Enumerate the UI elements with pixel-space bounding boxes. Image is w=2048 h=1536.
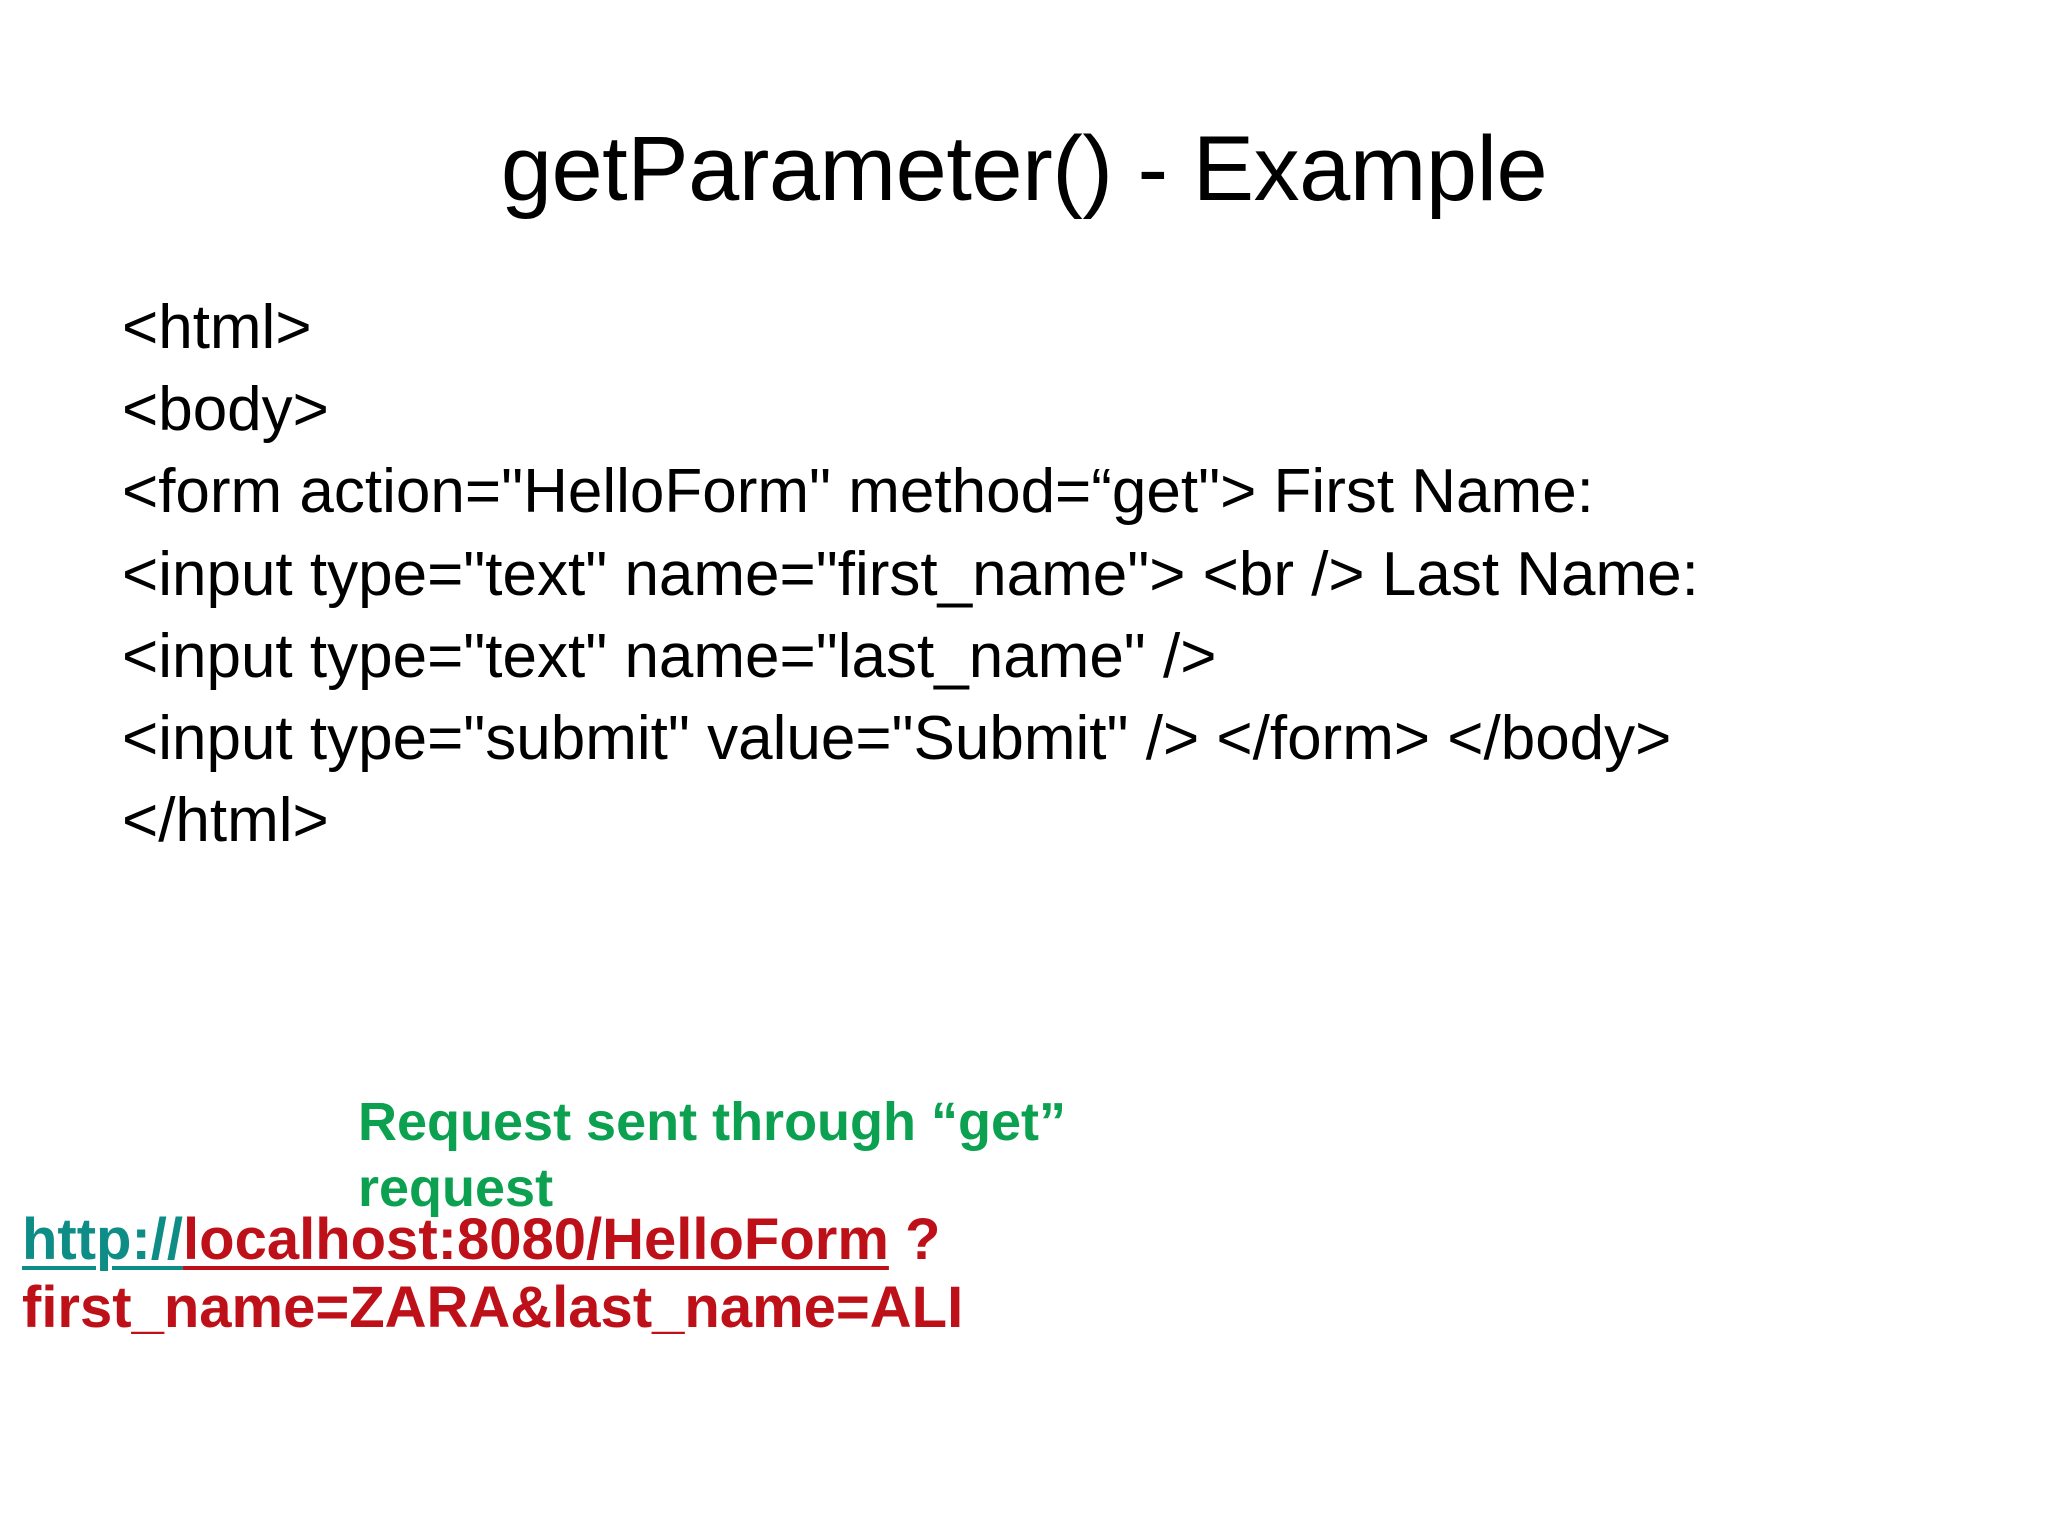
url-line-2: first_name=ZARA&last_name=ALI: [22, 1274, 1722, 1342]
url-query-string: first_name=ZARA&last_name=ALI: [22, 1274, 964, 1340]
code-line: <form action="HelloForm" method=“get"> F…: [122, 457, 1594, 527]
code-line: <input type="submit" value="Submit" /> <…: [122, 704, 1672, 774]
url-query-separator: ?: [888, 1207, 941, 1272]
code-line: </html>: [122, 786, 329, 856]
code-block: <html> <body> <form action="HelloForm" m…: [122, 296, 1922, 872]
annotation-line-1: Request sent through “get”: [358, 1092, 1067, 1152]
code-line: <input type="text" name="last_name" />: [122, 621, 1217, 691]
page-title: getParameter() - Example: [500, 117, 1548, 220]
annotation-line-2: request: [358, 1157, 554, 1218]
example-url: http://localhost:8080/HelloForm ? first_…: [22, 1206, 1722, 1342]
code-line: <input type="text" name="first_name"> <b…: [122, 539, 1699, 609]
url-host-path[interactable]: localhost:8080/HelloForm: [183, 1207, 889, 1272]
code-line: <body>: [122, 375, 329, 445]
url-line-1: http://localhost:8080/HelloForm ?: [22, 1206, 1722, 1274]
request-annotation: Request sent through “get” request: [358, 1090, 1458, 1222]
url-scheme[interactable]: http://: [22, 1207, 184, 1272]
code-line: <html>: [122, 293, 312, 362]
